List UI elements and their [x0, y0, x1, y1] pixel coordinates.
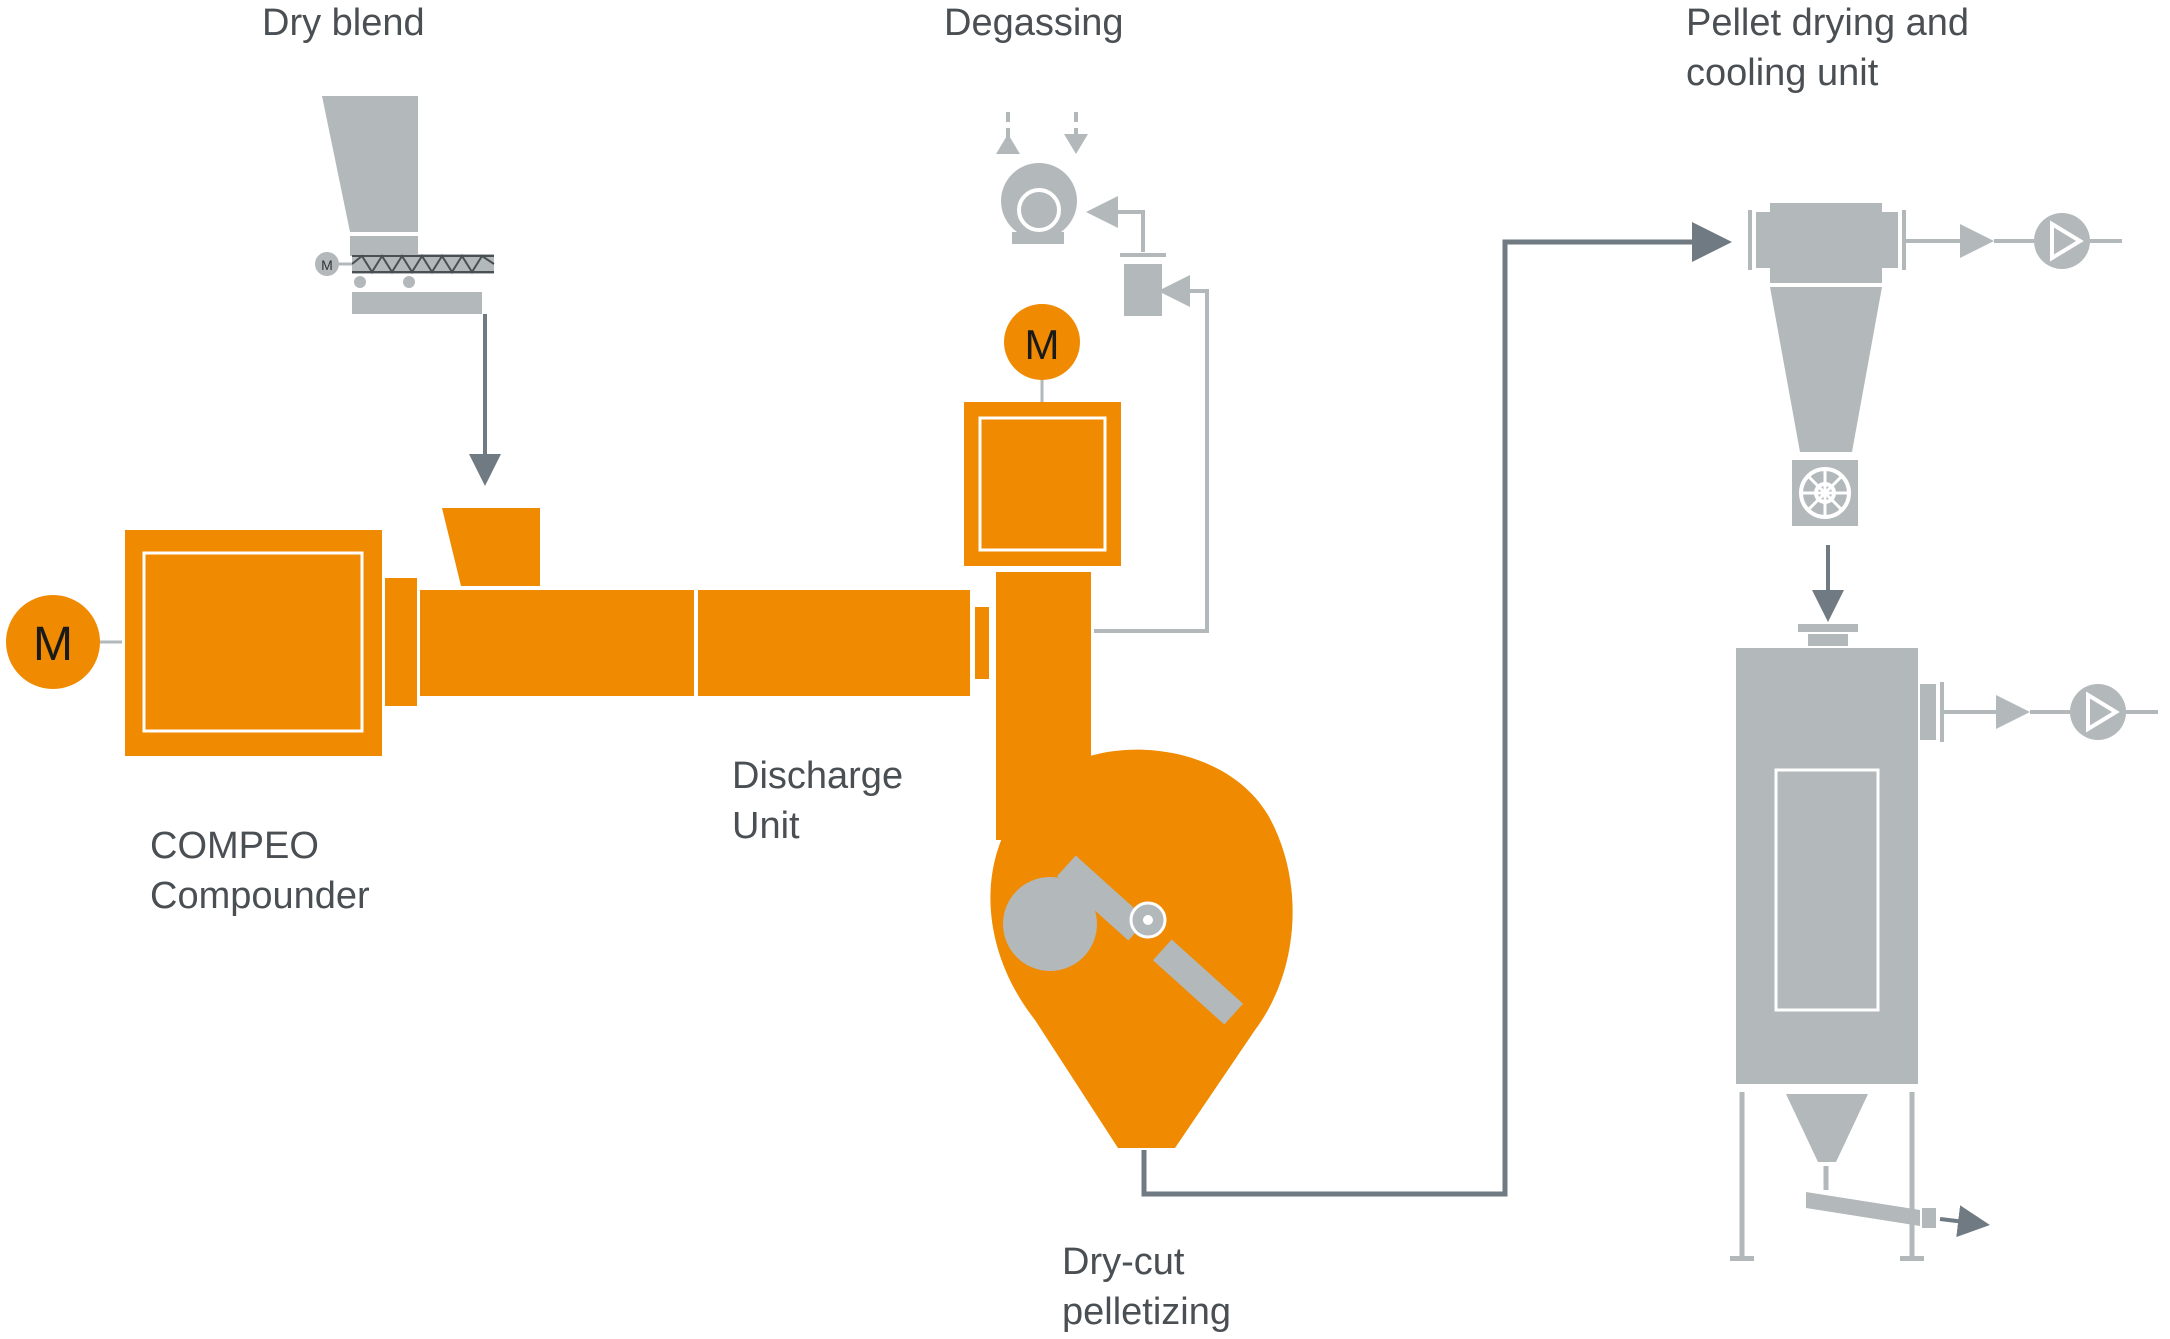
support-wheel [354, 276, 366, 288]
discharge-motor [1004, 304, 1080, 380]
label-line: Pellet drying and [1686, 2, 1970, 44]
label-compeo-compounder: COMPEO Compounder [150, 821, 370, 921]
exhaust-fan [2034, 213, 2090, 269]
label-line: Discharge [732, 755, 904, 797]
dryer-fan [2070, 684, 2126, 740]
pneumatic-conveying-line [1141, 222, 1732, 1197]
label-line: Compounder [150, 875, 370, 917]
barrel-section [698, 590, 970, 696]
cutter-blade [1152, 939, 1244, 1025]
gearbox [125, 530, 382, 756]
compounder-motor-label: M [33, 618, 73, 671]
pellet-drying-cooling-unit [1730, 203, 2158, 1261]
label-dry-blend: Dry blend [262, 2, 425, 44]
feed-hopper [322, 96, 418, 232]
cyclone-cone [1770, 287, 1882, 452]
discharge-motor-label: M [1025, 321, 1060, 368]
vent-from-discharge [1094, 275, 1209, 633]
compounder: M [6, 508, 989, 756]
label-line: Dry-cut [1062, 1241, 1185, 1283]
degassing-unit [996, 112, 1209, 633]
coupling [385, 578, 417, 706]
cutter-drum [1003, 877, 1097, 971]
label-line: cooling unit [1686, 52, 1879, 94]
dry-blend-feeder: M [315, 96, 495, 314]
screw-trough [352, 254, 494, 274]
dryer-cone [1786, 1094, 1868, 1162]
pelletizer-housing [990, 749, 1293, 1148]
barrel-section [420, 590, 694, 696]
label-pellet-drying-cooling-unit: Pellet drying and cooling unit [1686, 0, 1969, 98]
hopper-neck [350, 236, 418, 256]
discharge-chute [1806, 1192, 1920, 1226]
label-dry-cut-pelletizing: Dry-cut pelletizing [1062, 1237, 1231, 1337]
feed-inlet [442, 508, 540, 586]
label-line: COMPEO [150, 825, 319, 867]
compounder-motor [6, 595, 100, 689]
feeder-motor [315, 252, 339, 276]
support-wheel [403, 276, 415, 288]
cyclone-head [1770, 203, 1882, 283]
discharge-gearbox [964, 402, 1121, 566]
dryer-vessel [1736, 648, 1918, 1084]
barrel-flange [975, 607, 989, 679]
discharge-gearbox-inset [978, 416, 1107, 552]
feeder-motor-label: M [321, 257, 333, 273]
vent-to-pump [1086, 196, 1145, 252]
pellet-output [1939, 1205, 1990, 1238]
dry-cut-pelletizer: M [964, 304, 1293, 1148]
cutter-blade [1056, 855, 1148, 941]
label-line: Unit [732, 805, 800, 847]
label-degassing: Degassing [944, 2, 1124, 44]
label-line: pelletizing [1062, 1291, 1231, 1333]
dryer-window [1774, 768, 1880, 1012]
feeder-base [352, 292, 482, 314]
gearbox-inset [142, 551, 364, 733]
label-discharge-unit: Discharge Unit [732, 751, 903, 851]
condenser-vessel [1124, 264, 1162, 316]
vacuum-pump [1001, 163, 1077, 239]
